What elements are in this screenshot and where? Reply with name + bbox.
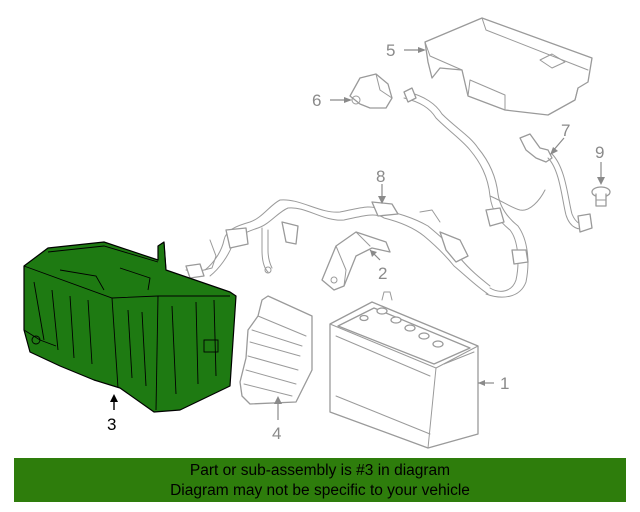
callout-1-label: 1 bbox=[500, 374, 509, 393]
part-7-negative-cable[interactable] bbox=[519, 133, 593, 233]
callout-9: 9 bbox=[595, 143, 605, 185]
part-5-battery-cover[interactable] bbox=[424, 17, 593, 116]
callout-8: 8 bbox=[376, 167, 386, 204]
callout-1: 1 bbox=[478, 374, 509, 393]
part-9-bolt[interactable] bbox=[591, 186, 611, 207]
callout-2: 2 bbox=[369, 249, 387, 283]
callout-2-label: 2 bbox=[378, 264, 387, 283]
callout-6: 6 bbox=[312, 91, 352, 110]
info-banner: Part or sub-assembly is #3 in diagram Di… bbox=[14, 458, 626, 502]
part-4-insulator[interactable] bbox=[239, 295, 313, 405]
part-6-terminal-clamp[interactable] bbox=[349, 73, 393, 109]
callout-9-label: 9 bbox=[595, 143, 604, 162]
callout-5: 5 bbox=[386, 41, 426, 60]
parts-diagram: 1 2 3 4 5 6 7 8 9 bbox=[23, 17, 611, 449]
part-2-hold-down-bracket[interactable] bbox=[321, 231, 391, 291]
callout-7: 7 bbox=[550, 121, 570, 155]
callout-6-label: 6 bbox=[312, 91, 321, 110]
callout-3: 3 bbox=[107, 394, 118, 434]
part-1-battery[interactable] bbox=[329, 291, 479, 449]
callout-4-label: 4 bbox=[272, 424, 281, 443]
callout-5-label: 5 bbox=[386, 41, 395, 60]
callout-8-label: 8 bbox=[376, 167, 385, 186]
banner-line-1: Part or sub-assembly is #3 in diagram bbox=[189, 462, 451, 479]
callout-3-label: 3 bbox=[107, 415, 116, 434]
part-3-battery-tray[interactable] bbox=[23, 241, 237, 413]
banner-line-2: Diagram may not be specific to your vehi… bbox=[170, 482, 470, 499]
callout-7-label: 7 bbox=[561, 121, 570, 140]
callout-4: 4 bbox=[272, 396, 282, 443]
part-8-positive-harness[interactable] bbox=[185, 87, 546, 298]
